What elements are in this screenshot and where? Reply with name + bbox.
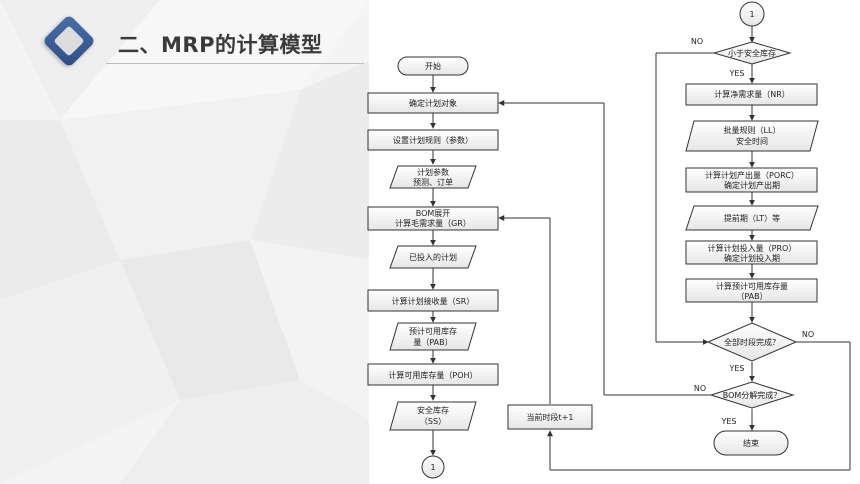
ss-label-1: 安全库存 [417, 405, 449, 415]
all-periods-label: 全部时段完成？ [724, 337, 780, 347]
nr-box [685, 83, 818, 106]
bom-done-decision [709, 381, 795, 409]
set-rules-label: 设置计划规则（参数） [393, 135, 473, 145]
pab-label-1: 计算预计可用库存量 [716, 281, 788, 291]
pro-box [685, 240, 818, 265]
bom-label-1: BOM展开 [416, 209, 451, 218]
sr-label: 计算计划接收量（SR） [392, 296, 475, 306]
lot-rule-label-1: 批量规则（LL） [724, 125, 781, 135]
connector-top-label: 1 [749, 10, 754, 19]
porc-box [685, 167, 818, 193]
no-label-2: NO [802, 330, 814, 339]
connector-bottom-label: 1 [430, 463, 435, 472]
pab-io-label-2: 量（PAB） [413, 338, 452, 347]
set-rules-box [367, 129, 499, 151]
all-periods-decision [706, 322, 798, 362]
porc-label-1: 计算计划产出量（PORC） [705, 170, 799, 180]
yes-label-3: YES [720, 417, 736, 426]
connector-bottom [421, 455, 445, 479]
pab-io-label-1: 预计可用库存 [409, 326, 457, 336]
bom-label-2: 计算毛需求量（GR） [395, 218, 471, 228]
no-label-3: NO [694, 384, 706, 393]
title-underline [106, 63, 364, 64]
no-label-1: NO [691, 37, 703, 46]
released-plan-io [389, 245, 477, 269]
plan-params-label-1: 计划参数 [417, 167, 449, 177]
confirm-object-box [367, 92, 499, 114]
pro-label-1: 计算计划投入量（PRO） [708, 243, 797, 253]
ss-io [389, 401, 477, 431]
sr-box [367, 289, 499, 312]
confirm-object-label: 确定计划对象 [409, 98, 457, 108]
slide-title: 二、MRP的计算模型 [118, 33, 323, 57]
lot-rule-io [685, 120, 819, 152]
poh-label: 计算可用库存量（POH） [388, 370, 477, 380]
start-label: 开始 [425, 61, 441, 71]
lead-time-label: 提前期（LT）等 [724, 213, 780, 223]
poh-box [367, 363, 499, 386]
end-terminal [713, 430, 789, 456]
nr-label: 计算净需求量（NR） [714, 89, 790, 99]
pab-label-2: （PAB） [736, 292, 767, 301]
lot-rule-label-2: 安全时间 [736, 136, 768, 146]
porc-label-2: 确定计划产出期 [724, 180, 780, 190]
lead-time-io [685, 205, 819, 231]
connector-top [739, 1, 765, 27]
pro-label-2: 确定计划投入期 [724, 253, 780, 263]
next-period-box [507, 404, 593, 430]
plan-params-label-2: 预测、订单 [413, 177, 453, 187]
background-pattern [0, 0, 370, 484]
start-terminal [397, 56, 469, 76]
below-ss-label: 小于安全库存 [728, 48, 776, 58]
pab-box [685, 278, 818, 303]
bom-explosion-box [367, 206, 499, 231]
plan-params-io [389, 165, 477, 189]
next-period-label: 当前时段t+1 [527, 412, 574, 422]
yes-label-2: YES [728, 364, 744, 373]
end-label: 结束 [743, 438, 759, 448]
ss-label-2: （SS） [420, 417, 446, 426]
pab-io [389, 322, 477, 351]
yes-label-1: YES [728, 69, 744, 78]
below-ss-decision [712, 41, 792, 65]
released-plan-label: 已投入的计划 [409, 252, 457, 262]
bom-done-label: BOM分解完成？ [723, 390, 782, 400]
